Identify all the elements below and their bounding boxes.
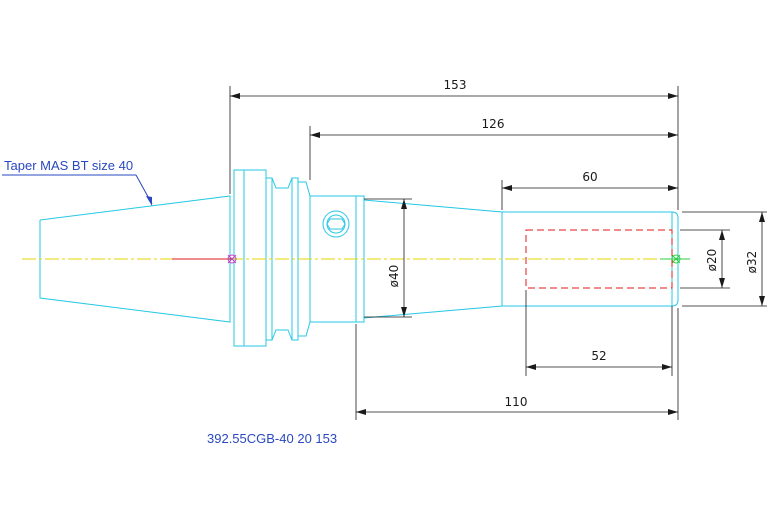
dim-flange-diameter: ø40 bbox=[387, 265, 401, 288]
nose-point-icon bbox=[671, 254, 681, 264]
dim-bore-depth-inner: 52 bbox=[591, 349, 606, 363]
taper-callout: Taper MAS BT size 40 bbox=[2, 158, 153, 206]
dimensions: 153 126 60 52 110 ø40 bbox=[229, 78, 767, 420]
gauge-point-icon bbox=[227, 254, 237, 264]
dim-overall-length: 153 bbox=[444, 78, 467, 92]
dim-shank-length: 110 bbox=[505, 395, 528, 409]
centerline bbox=[22, 254, 690, 264]
part-number: 392.55CGB-40 20 153 bbox=[207, 431, 337, 446]
dim-bore-depth-outer: 60 bbox=[582, 170, 597, 184]
dim-bore-diameter: ø20 bbox=[705, 249, 719, 272]
bore-hidden-line bbox=[525, 229, 673, 289]
set-screw-icon bbox=[322, 210, 350, 238]
dim-length-from-flange: 126 bbox=[482, 117, 505, 131]
taper-outline bbox=[39, 195, 231, 323]
part-outline bbox=[39, 169, 679, 347]
flange-body bbox=[233, 169, 267, 347]
callout-label: Taper MAS BT size 40 bbox=[4, 158, 133, 173]
dim-nose-diameter: ø32 bbox=[745, 251, 759, 274]
callout-arrow-icon bbox=[146, 196, 152, 206]
